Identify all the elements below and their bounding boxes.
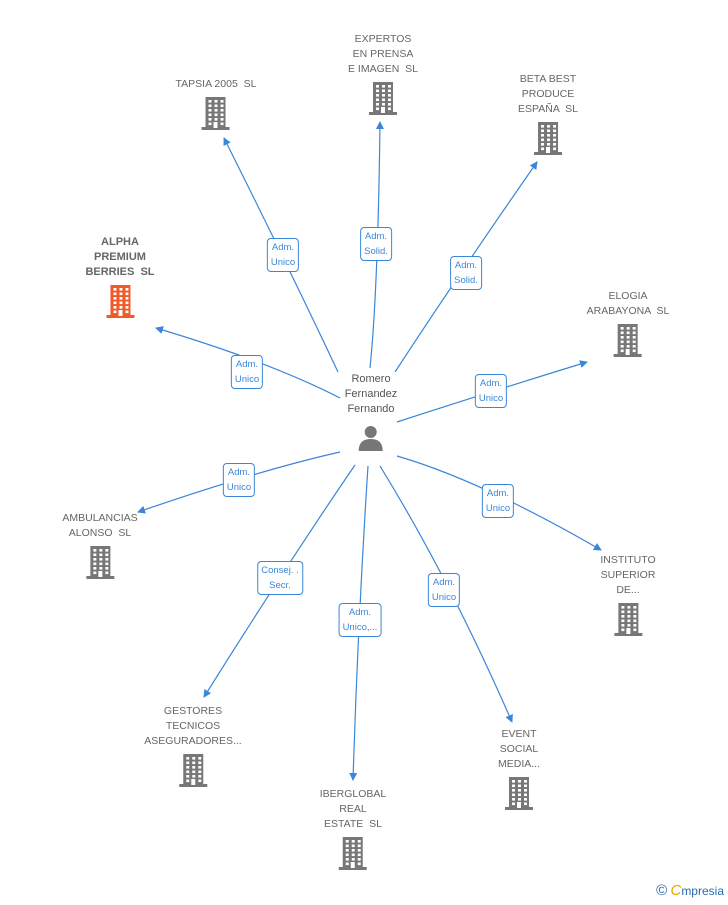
building-icon: [201, 97, 230, 130]
relation-label-expertos[interactable]: Adm. Solid.: [360, 227, 392, 261]
brand-initial: C: [670, 882, 682, 899]
company-node-elogia[interactable]: ELOGIA ARABAYONA SL: [586, 289, 670, 357]
building-icon: [369, 82, 397, 115]
building-icon: [178, 754, 207, 787]
company-node-expertos[interactable]: EXPERTOS EN PRENSA E IMAGEN SL: [348, 32, 418, 115]
building-icon: [339, 837, 367, 870]
edge-expertos: [369, 121, 384, 369]
company-node-tapsia[interactable]: TAPSIA 2005 SL: [175, 77, 257, 130]
company-node-ambulancias[interactable]: AMBULANCIAS ALONSO SL: [62, 511, 138, 579]
company-name: GESTORES TECNICOS ASEGURADORES...: [144, 705, 242, 747]
company-node-instituto[interactable]: INSTITUTO SUPERIOR DE...: [600, 553, 656, 636]
building-icon: [614, 324, 642, 357]
building-icon: [504, 777, 533, 810]
person-name: Romero Fernandez Fernando: [344, 372, 398, 417]
company-name: AMBULANCIAS ALONSO SL: [62, 512, 138, 539]
relation-label-alpha[interactable]: Adm. Unico: [230, 355, 264, 389]
company-name: BETA BEST PRODUCE ESPAÑA SL: [518, 73, 578, 115]
relation-label-beta[interactable]: Adm. Solid.: [450, 256, 482, 290]
relation-label-elogia[interactable]: Adm. Unico: [474, 374, 508, 408]
footer-brand: © Cmpresia: [656, 882, 724, 899]
company-name: INSTITUTO SUPERIOR DE...: [600, 554, 656, 596]
building-icon: [533, 122, 562, 155]
center-person[interactable]: Romero Fernandez Fernando: [344, 372, 398, 453]
company-node-iberglobal[interactable]: IBERGLOBAL REAL ESTATE SL: [319, 787, 387, 870]
company-name: EXPERTOS EN PRENSA E IMAGEN SL: [347, 33, 419, 75]
brand-name: mpresia: [681, 884, 724, 898]
building-icon: [613, 603, 642, 636]
building-icon: [105, 285, 134, 318]
company-name: ELOGIA ARABAYONA SL: [586, 290, 670, 317]
relation-label-gestores[interactable]: Consej. . Secr.: [257, 561, 303, 595]
building-icon: [86, 546, 114, 579]
relation-label-ambulancias[interactable]: Adm. Unico: [222, 463, 256, 497]
company-name: ALPHA PREMIUM BERRIES SL: [85, 236, 155, 278]
relation-label-tapsia[interactable]: Adm. Unico: [266, 238, 300, 272]
relation-label-iberglobal[interactable]: Adm. Unico,...: [338, 603, 382, 637]
relation-label-event[interactable]: Adm. Unico: [427, 573, 461, 607]
relation-label-instituto[interactable]: Adm. Unico: [481, 484, 515, 518]
company-node-gestores[interactable]: GESTORES TECNICOS ASEGURADORES...: [144, 704, 242, 787]
company-node-beta[interactable]: BETA BEST PRODUCE ESPAÑA SL: [518, 72, 578, 155]
company-name: EVENT SOCIAL MEDIA...: [497, 728, 541, 770]
company-node-alpha[interactable]: ALPHA PREMIUM BERRIES SL: [85, 235, 155, 318]
company-name: IBERGLOBAL REAL ESTATE SL: [319, 788, 387, 830]
company-node-event[interactable]: EVENT SOCIAL MEDIA...: [498, 727, 540, 810]
person-icon: [359, 426, 383, 451]
copyright-icon: ©: [656, 882, 668, 899]
company-name: TAPSIA 2005 SL: [175, 78, 257, 90]
